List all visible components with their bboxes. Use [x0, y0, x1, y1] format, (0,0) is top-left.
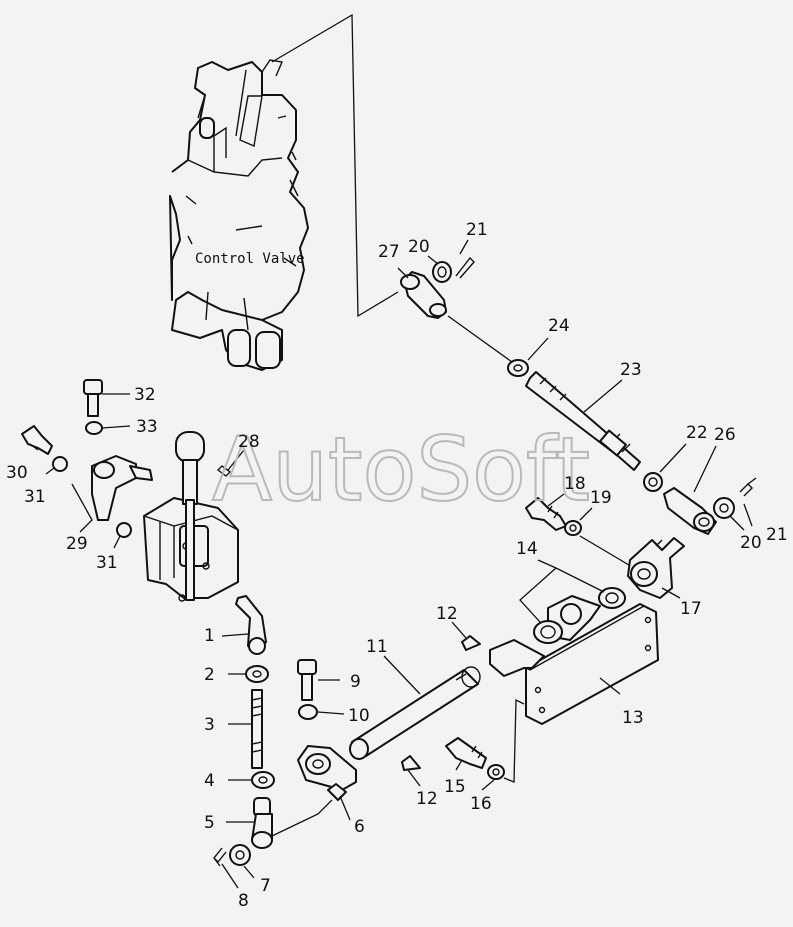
callout-26: 26: [714, 425, 736, 445]
nut-24: [507, 359, 529, 377]
callout-12-bottom: 12: [416, 789, 438, 809]
control-valve: [169, 59, 309, 371]
key-12-top: [461, 635, 481, 651]
clamp-29: [91, 455, 153, 521]
callout-13: 13: [622, 708, 644, 728]
bushing-14-right: [598, 587, 626, 609]
callout-14: 14: [516, 539, 538, 559]
bolt-32: [83, 379, 103, 417]
cotter-pin-21-right: [739, 477, 757, 497]
control-lever-knob: [175, 431, 205, 601]
bushing-14-left: [533, 620, 563, 644]
cotter-pin-21-top: [455, 256, 475, 279]
washer-31-bottom: [116, 522, 132, 538]
bolt-9: [297, 659, 317, 701]
callout-7: 7: [260, 876, 271, 896]
callout-30: 30: [6, 463, 28, 483]
leader-5-6: [271, 799, 333, 837]
callout-8: 8: [238, 891, 249, 911]
valve-link-leader: [271, 13, 399, 318]
bracket-13: [489, 595, 659, 725]
callout-24: 24: [548, 316, 570, 336]
leader-27-24: [447, 315, 513, 363]
nut-2: [245, 665, 269, 683]
shaft-11: [349, 666, 481, 760]
callout-31-bottom: 31: [96, 553, 118, 573]
callout-leaders: [29, 239, 753, 889]
callout-22: 22: [686, 423, 708, 443]
nut-4: [251, 771, 275, 789]
key-12-bottom: [401, 755, 421, 771]
callout-21-right: 21: [766, 525, 788, 545]
callout-2: 2: [204, 665, 215, 685]
callout-11: 11: [366, 637, 388, 657]
rod-3: [251, 689, 263, 769]
callout-28: 28: [238, 432, 260, 452]
callout-15: 15: [444, 777, 466, 797]
callout-18: 18: [564, 474, 586, 494]
rod-end-1: [235, 595, 267, 655]
rod-end-27: [400, 271, 447, 319]
callout-29: 29: [66, 534, 88, 554]
washer-19: [564, 520, 582, 536]
washer-31-top: [52, 456, 68, 472]
nut-7: [229, 844, 251, 866]
rod-end-26: [663, 487, 717, 535]
watermark: AutoSoft: [212, 418, 590, 521]
rod-end-5: [251, 797, 273, 849]
callout-5: 5: [204, 813, 215, 833]
washer-33: [85, 421, 103, 435]
callout-numbers: 1 2 3 4 5 6 7 8 9 10 11 12 12 13 14 15 1…: [6, 220, 788, 911]
control-valve-label: Control Valve: [195, 251, 305, 267]
callout-1: 1: [204, 626, 215, 646]
callout-16: 16: [470, 794, 492, 814]
rod-23: [525, 371, 641, 471]
callout-4: 4: [204, 771, 215, 791]
callout-9: 9: [350, 672, 361, 692]
callout-27: 27: [378, 242, 400, 262]
callout-12-top: 12: [436, 604, 458, 624]
pin-28: [216, 465, 232, 477]
callout-20-top: 20: [408, 237, 430, 257]
callout-23: 23: [620, 360, 642, 380]
leader-19-17: [579, 535, 635, 569]
nut-22: [643, 472, 663, 492]
callout-32: 32: [134, 385, 156, 405]
callout-20-right: 20: [740, 533, 762, 553]
cotter-pin-8: [213, 847, 227, 867]
callout-33: 33: [136, 417, 158, 437]
nut-20-top: [432, 261, 452, 283]
washer-16: [487, 764, 505, 780]
bolt-15: [445, 737, 487, 769]
bolt-30: [21, 425, 53, 455]
lever-6: [297, 745, 357, 801]
lever-17: [627, 537, 685, 599]
callout-19: 19: [590, 488, 612, 508]
leader-16-13: [503, 698, 525, 783]
callout-3: 3: [204, 715, 215, 735]
callout-17: 17: [680, 599, 702, 619]
nut-20-right: [713, 497, 735, 519]
washer-10: [298, 704, 318, 720]
callout-6: 6: [354, 817, 365, 837]
callout-21-top: 21: [466, 220, 488, 240]
callout-10: 10: [348, 706, 370, 726]
callout-31-top: 31: [24, 487, 46, 507]
